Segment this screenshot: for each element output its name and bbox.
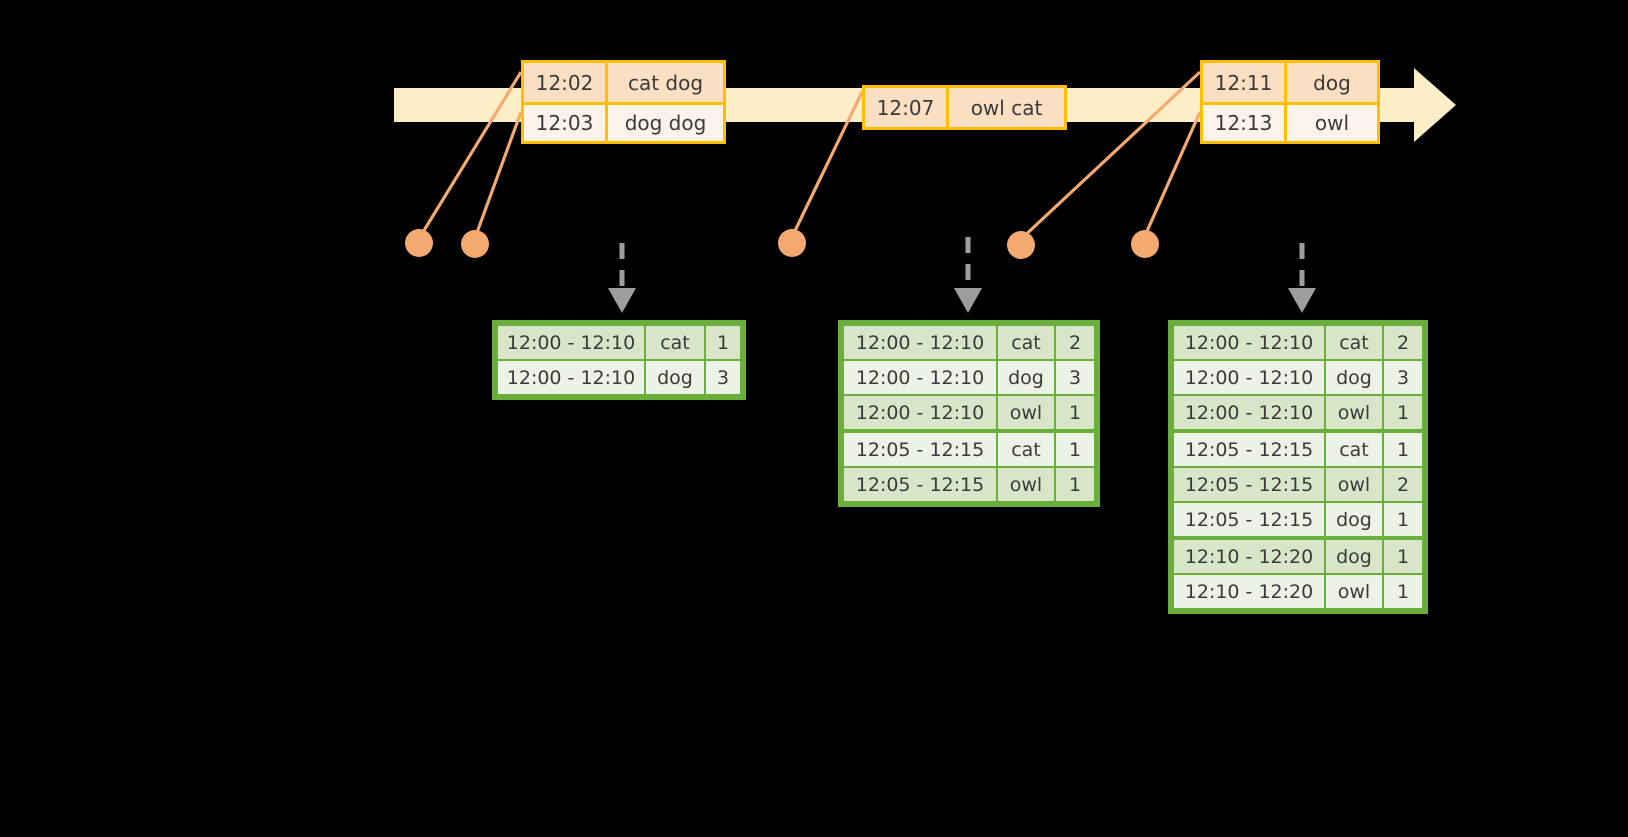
cell-count: 1 xyxy=(706,326,740,359)
table-row[interactable]: 12:05 - 12:15 cat 1 xyxy=(1174,433,1422,466)
table-row[interactable]: 12:05 - 12:15 dog 1 xyxy=(1174,503,1422,536)
event-time: 12:11 xyxy=(1203,63,1287,102)
connector-line-1207 xyxy=(790,91,864,238)
cell-count: 1 xyxy=(1056,433,1094,466)
event-words: dog xyxy=(1287,63,1377,102)
table-row[interactable]: 12:05 - 12:15 owl 1 xyxy=(844,468,1094,501)
event-words: owl xyxy=(1287,105,1377,141)
result-table-1[interactable]: 12:00 - 12:10 cat 1 12:00 - 12:10 dog 3 xyxy=(492,320,746,400)
event-group-2[interactable]: 12:07 owl cat xyxy=(862,85,1067,130)
connector-dot-1203 xyxy=(461,230,489,258)
event-time: 12:02 xyxy=(524,63,608,102)
table-row[interactable]: 12:00 - 12:10 cat 2 xyxy=(844,326,1094,359)
table-row[interactable]: 12:10 - 12:20 dog 1 xyxy=(1174,540,1422,573)
table-row[interactable]: 12:05 - 12:15 cat 1 xyxy=(844,433,1094,466)
event-group-1[interactable]: 12:02 cat dog 12:03 dog dog xyxy=(521,60,726,144)
cell-count: 2 xyxy=(1384,326,1422,359)
cell-word: dog xyxy=(998,361,1054,394)
dashed-arrow-head-2 xyxy=(954,288,982,313)
cell-window: 12:00 - 12:10 xyxy=(844,361,996,394)
cell-window: 12:05 - 12:15 xyxy=(1174,503,1324,536)
cell-count: 1 xyxy=(1384,540,1422,573)
table-row[interactable]: 12:00 - 12:10 owl 1 xyxy=(844,396,1094,429)
cell-count: 3 xyxy=(706,361,740,394)
cell-word: dog xyxy=(646,361,704,394)
cell-count: 1 xyxy=(1056,396,1094,429)
table-row[interactable]: 12:00 - 12:10 dog 3 xyxy=(498,361,740,394)
cell-count: 1 xyxy=(1384,503,1422,536)
event-words: owl cat xyxy=(949,88,1064,127)
cell-window: 12:10 - 12:20 xyxy=(1174,575,1324,608)
cell-word: cat xyxy=(646,326,704,359)
cell-word: owl xyxy=(998,468,1054,501)
cell-count: 1 xyxy=(1056,468,1094,501)
cell-count: 3 xyxy=(1056,361,1094,394)
cell-window: 12:00 - 12:10 xyxy=(498,361,644,394)
cell-word: dog xyxy=(1326,361,1382,394)
cell-count: 1 xyxy=(1384,396,1422,429)
connector-line-1203 xyxy=(473,111,523,239)
event-group-3[interactable]: 12:11 dog 12:13 owl xyxy=(1200,60,1380,144)
table-row[interactable]: 12:00 - 12:10 owl 1 xyxy=(1174,396,1422,429)
dashed-arrow-head-3 xyxy=(1288,288,1316,313)
table-row[interactable]: 12:05 - 12:15 owl 2 xyxy=(1174,468,1422,501)
cell-word: owl xyxy=(998,396,1054,429)
cell-window: 12:05 - 12:15 xyxy=(844,433,996,466)
table-row[interactable]: 12:10 - 12:20 owl 1 xyxy=(1174,575,1422,608)
connector-dot-1211 xyxy=(1007,231,1035,259)
connector-dot-1213 xyxy=(1131,230,1159,258)
cell-count: 1 xyxy=(1384,433,1422,466)
cell-window: 12:00 - 12:10 xyxy=(498,326,644,359)
event-row[interactable]: 12:11 dog xyxy=(1203,63,1377,102)
event-words: cat dog xyxy=(608,63,723,102)
cell-word: dog xyxy=(1326,503,1382,536)
cell-word: dog xyxy=(1326,540,1382,573)
cell-count: 1 xyxy=(1384,575,1422,608)
table-row[interactable]: 12:00 - 12:10 dog 3 xyxy=(1174,361,1422,394)
cell-word: owl xyxy=(1326,396,1382,429)
cell-word: cat xyxy=(1326,326,1382,359)
cell-window: 12:10 - 12:20 xyxy=(1174,540,1324,573)
cell-word: owl xyxy=(1326,575,1382,608)
cell-window: 12:00 - 12:10 xyxy=(1174,396,1324,429)
event-time: 12:03 xyxy=(524,105,608,141)
table-row[interactable]: 12:00 - 12:10 cat 2 xyxy=(1174,326,1422,359)
result-table-2[interactable]: 12:00 - 12:10 cat 2 12:00 - 12:10 dog 3 … xyxy=(838,320,1100,507)
cell-count: 2 xyxy=(1384,468,1422,501)
event-time: 12:13 xyxy=(1203,105,1287,141)
cell-count: 2 xyxy=(1056,326,1094,359)
cell-word: cat xyxy=(998,326,1054,359)
event-row[interactable]: 12:13 owl xyxy=(1203,102,1377,141)
cell-window: 12:00 - 12:10 xyxy=(844,396,996,429)
cell-window: 12:05 - 12:15 xyxy=(1174,433,1324,466)
cell-window: 12:05 - 12:15 xyxy=(1174,468,1324,501)
cell-window: 12:00 - 12:10 xyxy=(1174,361,1324,394)
cell-word: cat xyxy=(1326,433,1382,466)
dashed-arrow-heads xyxy=(608,288,1316,313)
connector-line-1202 xyxy=(418,71,523,238)
connector-dot-1202 xyxy=(405,229,433,257)
dashed-arrows xyxy=(619,237,1305,292)
cell-count: 3 xyxy=(1384,361,1422,394)
event-row[interactable]: 12:07 owl cat xyxy=(865,88,1064,127)
event-words: dog dog xyxy=(608,105,723,141)
dashed-arrow-head-1 xyxy=(608,288,636,313)
connector-dot-1207 xyxy=(778,229,806,257)
cell-window: 12:00 - 12:10 xyxy=(844,326,996,359)
connector-line-1213 xyxy=(1142,111,1202,239)
result-table-3[interactable]: 12:00 - 12:10 cat 2 12:00 - 12:10 dog 3 … xyxy=(1168,320,1428,614)
event-time: 12:07 xyxy=(865,88,949,127)
event-row[interactable]: 12:03 dog dog xyxy=(524,102,723,141)
table-row[interactable]: 12:00 - 12:10 cat 1 xyxy=(498,326,740,359)
table-row[interactable]: 12:00 - 12:10 dog 3 xyxy=(844,361,1094,394)
cell-word: cat xyxy=(998,433,1054,466)
cell-window: 12:05 - 12:15 xyxy=(844,468,996,501)
connector-dots xyxy=(405,229,1159,259)
cell-window: 12:00 - 12:10 xyxy=(1174,326,1324,359)
event-row[interactable]: 12:02 cat dog xyxy=(524,63,723,102)
cell-word: owl xyxy=(1326,468,1382,501)
